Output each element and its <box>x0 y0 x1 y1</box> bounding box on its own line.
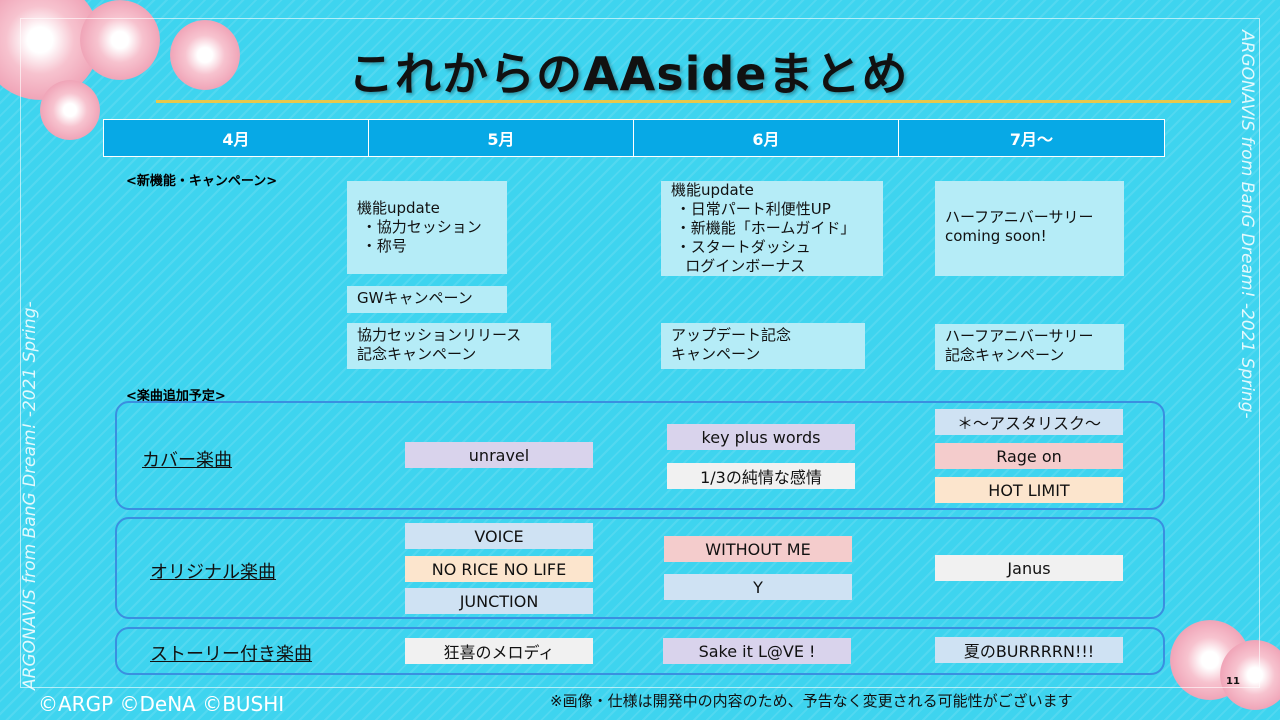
july-update-box: ハーフアニバーサリー coming soon! <box>935 181 1124 276</box>
june-campaign-box: アップデート記念 キャンペーン <box>661 323 865 369</box>
songs-section-label: <楽曲追加予定> <box>126 389 226 404</box>
month-header-may: 5月 <box>368 119 634 157</box>
side-text-left: ARGONAVIS from BanG Dream! -2021 Spring- <box>20 301 40 690</box>
may-gw-campaign-box: GWキャンペーン <box>347 286 507 313</box>
song-item: unravel <box>405 442 593 468</box>
slide-title: これからのAAsideまとめ <box>348 47 909 101</box>
disclaimer-note: ※画像・仕様は開発中の内容のため、予告なく変更される可能性がございます <box>550 692 1073 710</box>
song-item: 夏のBURRRRN!!! <box>935 637 1123 663</box>
song-item: Y <box>664 574 852 600</box>
original-songs-group <box>115 517 1165 619</box>
may-update-box: 機能update ・協力セッション ・称号 <box>347 181 507 274</box>
cover-songs-label: カバー楽曲 <box>142 450 232 471</box>
song-item: WITHOUT ME <box>664 536 852 562</box>
song-item: HOT LIMIT <box>935 477 1123 503</box>
sakura-decoration <box>40 80 100 140</box>
story-songs-label: ストーリー付き楽曲 <box>150 644 312 665</box>
june-update-box: 機能update ・日常パート利便性UP ・新機能「ホームガイド」 ・スタートダ… <box>661 181 883 276</box>
song-item: key plus words <box>667 424 855 450</box>
song-item: Sake it L@VE ! <box>663 638 851 664</box>
song-item: Rage on <box>935 443 1123 469</box>
features-section-label: <新機能・キャンペーン> <box>126 174 278 189</box>
may-campaign-box: 協力セッションリリース 記念キャンペーン <box>347 323 551 369</box>
month-header-june: 6月 <box>633 119 899 157</box>
month-header-july: 7月～ <box>898 119 1165 157</box>
copyright: ©ARGP ©DeNA ©BUSHI <box>38 692 285 716</box>
song-item: VOICE <box>405 523 593 549</box>
song-item: JUNCTION <box>405 588 593 614</box>
month-header-april: 4月 <box>103 119 369 157</box>
original-songs-label: オリジナル楽曲 <box>150 562 276 583</box>
song-item: 狂喜のメロディ <box>405 638 593 664</box>
slide-frame <box>20 18 1260 688</box>
july-campaign-box: ハーフアニバーサリー 記念キャンペーン <box>935 324 1124 370</box>
side-text-right: ARGONAVIS from BanG Dream! -2021 Spring- <box>1237 30 1257 419</box>
song-item: NO RICE NO LIFE <box>405 556 593 582</box>
song-item: ＊～アスタリスク～ <box>935 409 1123 435</box>
page-number: 11 <box>1226 676 1240 687</box>
cover-songs-group <box>115 401 1165 510</box>
sakura-decoration <box>80 0 160 80</box>
story-songs-group <box>115 627 1165 675</box>
sakura-decoration <box>1220 640 1280 710</box>
song-item: 1/3の純情な感情 <box>667 463 855 489</box>
sakura-decoration <box>170 20 240 90</box>
title-underline <box>156 100 1231 103</box>
song-item: Janus <box>935 555 1123 581</box>
